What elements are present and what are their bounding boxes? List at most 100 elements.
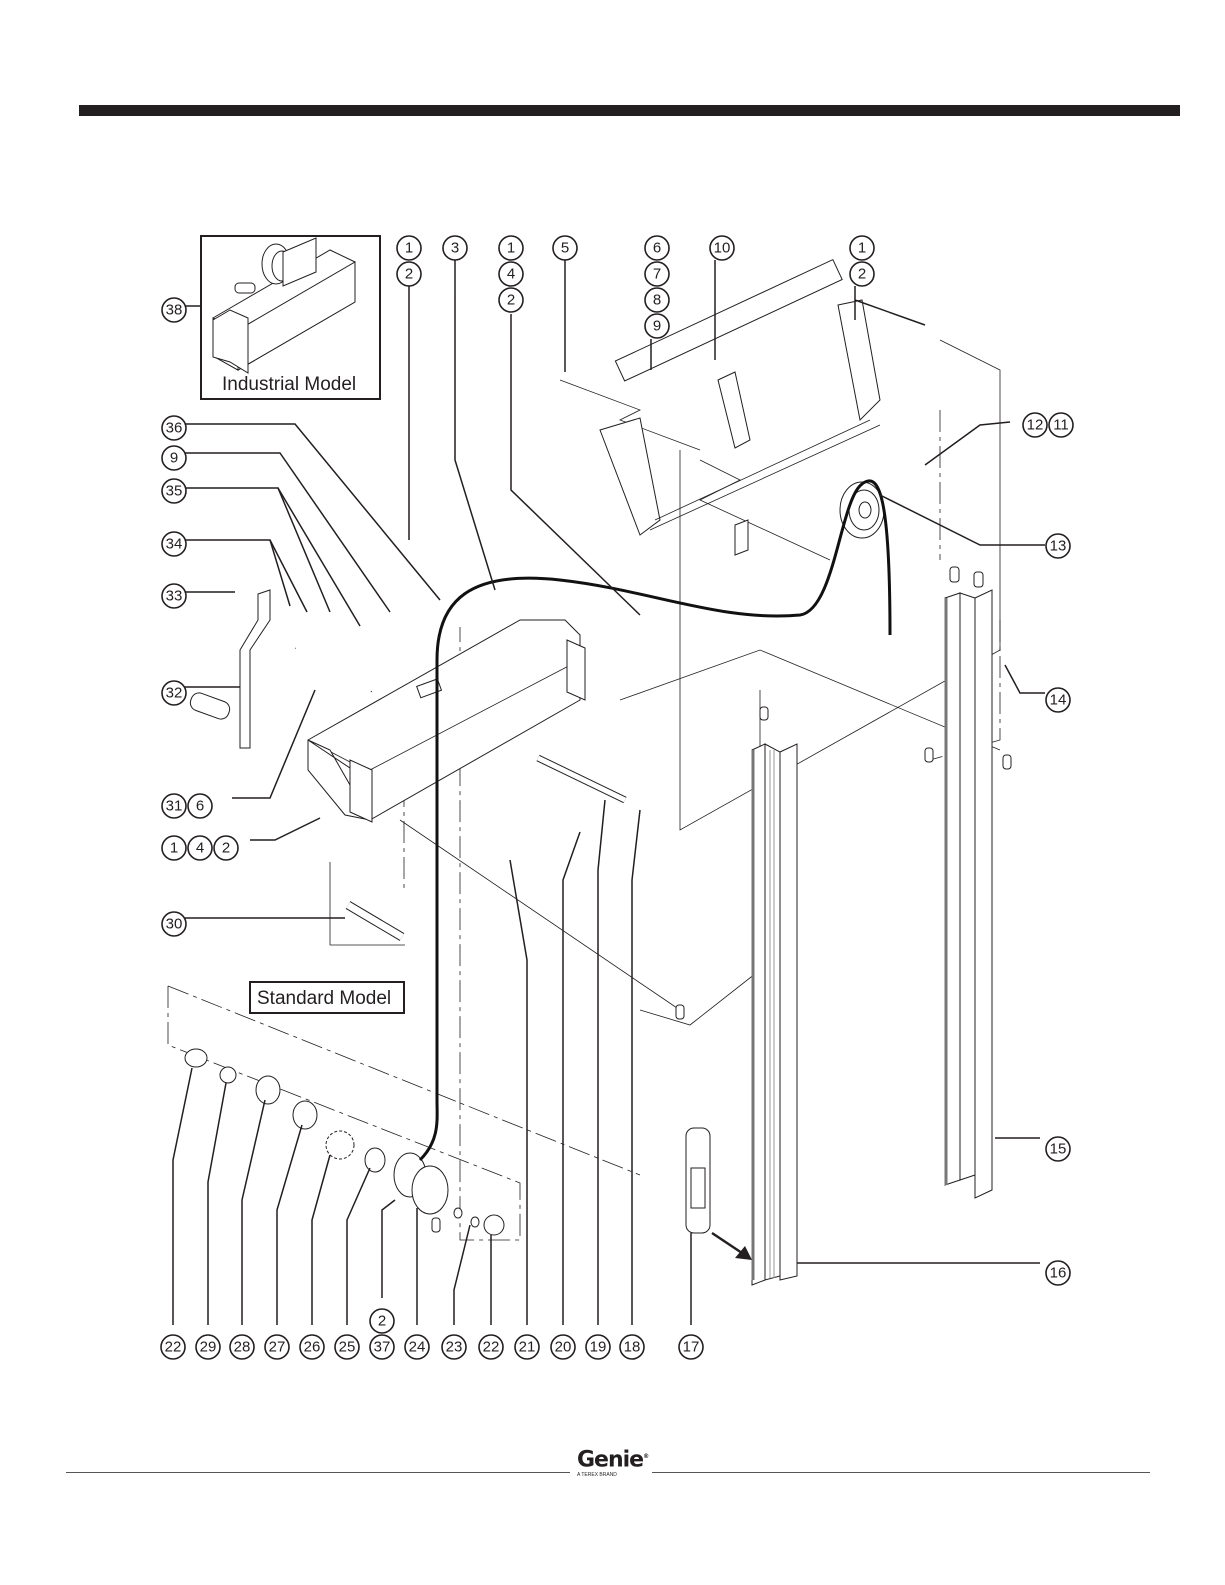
callout-label: 4 [196, 840, 204, 857]
callout-bottom-5: 25 [334, 1334, 360, 1360]
callout-label: 4 [507, 266, 515, 283]
callout-circle [441, 1334, 467, 1360]
callout-circle [229, 1334, 255, 1360]
callout-circle [585, 1334, 611, 1360]
callout-group-14: 14 [1045, 687, 1071, 713]
callout-group-top-10: 10 [709, 235, 735, 261]
pulley-sheave [839, 481, 885, 539]
callout-bottom-11: 20 [550, 1334, 576, 1360]
footer-rule-left [66, 1472, 570, 1473]
callout-group-36: 36 [161, 415, 187, 441]
callout-label: 22 [165, 1339, 182, 1356]
callout-label: 21 [519, 1339, 536, 1356]
callout-group-top-3: 3 [442, 235, 468, 261]
logo-brand: Genie [577, 1447, 644, 1473]
callout-label: 14 [1050, 692, 1067, 709]
callout-label: 5 [561, 240, 569, 257]
callout-label: 19 [590, 1339, 607, 1356]
logo-registered-mark: ® [643, 1453, 649, 1460]
crank-handle [189, 589, 271, 749]
spacer-tube [345, 901, 405, 941]
callout-bottom-10: 21 [514, 1334, 540, 1360]
callout-group-2-bottom: 2 [369, 1308, 395, 1334]
standard-model-label-box: Standard Model [249, 981, 405, 1014]
callout-bottom-4: 26 [299, 1334, 325, 1360]
callout-circle [478, 1334, 504, 1360]
callout-label: 25 [339, 1339, 356, 1356]
level-indicator [685, 1127, 711, 1234]
callout-circle [299, 1334, 325, 1360]
callout-group-34: 34 [161, 531, 187, 557]
mast-column-16 [751, 743, 798, 1286]
long-bolt [294, 646, 373, 693]
callout-label: 7 [653, 266, 661, 283]
callout-group-top-5: 5 [552, 235, 578, 261]
callout-group-32: 32 [161, 680, 187, 706]
logo-tagline: A TEREX BRAND [577, 1472, 617, 1479]
callout-circle [550, 1334, 576, 1360]
arrow-17-head [735, 1246, 752, 1260]
callout-group-top-6-9: 6 7 8 9 [644, 235, 670, 339]
standard-model-label: Standard Model [257, 988, 391, 1009]
callout-label: 2 [507, 292, 515, 309]
callout-label: 1 [170, 840, 178, 857]
callout-group-9: 9 [161, 445, 187, 471]
callout-bottom-1: 29 [195, 1334, 221, 1360]
callout-group-top-1-2: 1 2 [396, 235, 422, 287]
callout-label: 2 [378, 1313, 386, 1330]
mast-column-15 [944, 589, 993, 1199]
mounting-nut-plates [431, 566, 1012, 1233]
callout-label: 13 [1050, 538, 1067, 555]
callouts: 1 2 3 1 4 2 5 6 7 8 9 10 1 2 12 11 [160, 235, 1074, 1360]
callout-group-30: 30 [161, 911, 187, 937]
footer-rule-right [652, 1472, 1150, 1473]
header-rule [79, 105, 1180, 116]
winch-housing [307, 619, 586, 823]
callout-bottom-3: 27 [264, 1334, 290, 1360]
callout-group-top-1-4-2: 1 4 2 [498, 235, 524, 313]
callout-label: 9 [653, 318, 661, 335]
callout-label: 11 [1053, 417, 1069, 434]
callout-label: 31 [166, 798, 183, 815]
callout-label: 20 [555, 1339, 572, 1356]
callout-group-31-6: 31 6 [161, 793, 213, 819]
callout-label: 33 [166, 588, 183, 605]
callout-group-top-right-1-2: 1 2 [849, 235, 875, 287]
callout-group-13: 13 [1045, 533, 1071, 559]
callout-label: 38 [166, 302, 183, 319]
callout-label: 36 [166, 420, 183, 437]
callout-circle [404, 1334, 430, 1360]
logo-wordmark: Genie® [577, 1446, 649, 1473]
callout-bottom-14: 17 [678, 1334, 704, 1360]
callout-label: 2 [222, 840, 230, 857]
drum-hardware-stack [184, 1048, 505, 1236]
callout-label: 22 [483, 1339, 500, 1356]
callout-label: 2 [858, 266, 866, 283]
callout-label: 16 [1050, 1265, 1067, 1282]
callout-label: 6 [196, 798, 204, 815]
callout-label: 8 [653, 292, 661, 309]
callout-label: 12 [1027, 417, 1044, 434]
callout-label: 6 [653, 240, 661, 257]
callout-label: 1 [405, 240, 413, 257]
callout-label: 35 [166, 483, 183, 500]
callout-circle [619, 1334, 645, 1360]
lift-cable [418, 479, 892, 1162]
callout-circle [195, 1334, 221, 1360]
industrial-model-inset: Industrial Model [200, 235, 381, 400]
callout-label: 26 [304, 1339, 321, 1356]
arrow-17 [711, 1231, 746, 1257]
callout-group-33: 33 [161, 583, 187, 609]
callout-label: 18 [624, 1339, 641, 1356]
callout-label: 24 [409, 1339, 426, 1356]
callout-label: 34 [166, 536, 183, 553]
callout-bottom-2: 28 [229, 1334, 255, 1360]
callout-label: 15 [1050, 1141, 1067, 1158]
callout-bottom-0: 22 [160, 1334, 186, 1360]
callout-circle [334, 1334, 360, 1360]
industrial-model-label: Industrial Model [222, 374, 356, 395]
callout-label: 10 [714, 240, 731, 257]
callout-group-12-11: 12 11 [1022, 412, 1074, 438]
